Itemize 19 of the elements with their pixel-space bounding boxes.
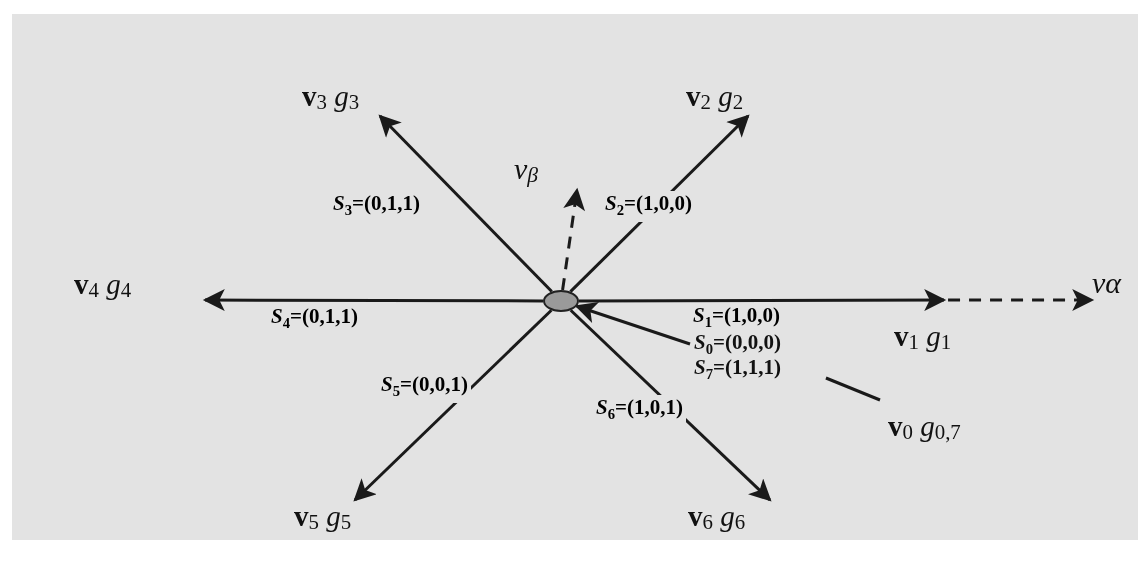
- vector-label: v$_{4}$ g$_{4}$: [74, 268, 132, 304]
- vector-label: v$_{2}$ g$_{2}$: [686, 80, 744, 116]
- vector-label: v$_{6}$ g$_{6}$: [688, 500, 746, 536]
- axis-label: vα: [1092, 266, 1122, 300]
- axis-label: v$_{β}$: [514, 152, 539, 189]
- edge-label: S$_{2}$=(1,0,0): [602, 191, 695, 223]
- arrow: [353, 309, 553, 502]
- arrow: [202, 289, 543, 312]
- vector-label: v$_{0}$ g$_{0,7}$: [888, 410, 961, 446]
- arrow: [378, 114, 553, 293]
- arrow: [574, 302, 691, 346]
- arrow: [579, 289, 947, 312]
- vector-label: v$_{3}$ g$_{3}$: [302, 80, 360, 116]
- leader-line: [825, 376, 881, 402]
- arrow: [561, 187, 586, 291]
- vector-label: v$_{5}$ g$_{5}$: [294, 500, 352, 536]
- arrow: [569, 309, 772, 502]
- arrow: [948, 289, 1095, 311]
- vector-label: v$_{1}$ g$_{1}$: [894, 320, 952, 356]
